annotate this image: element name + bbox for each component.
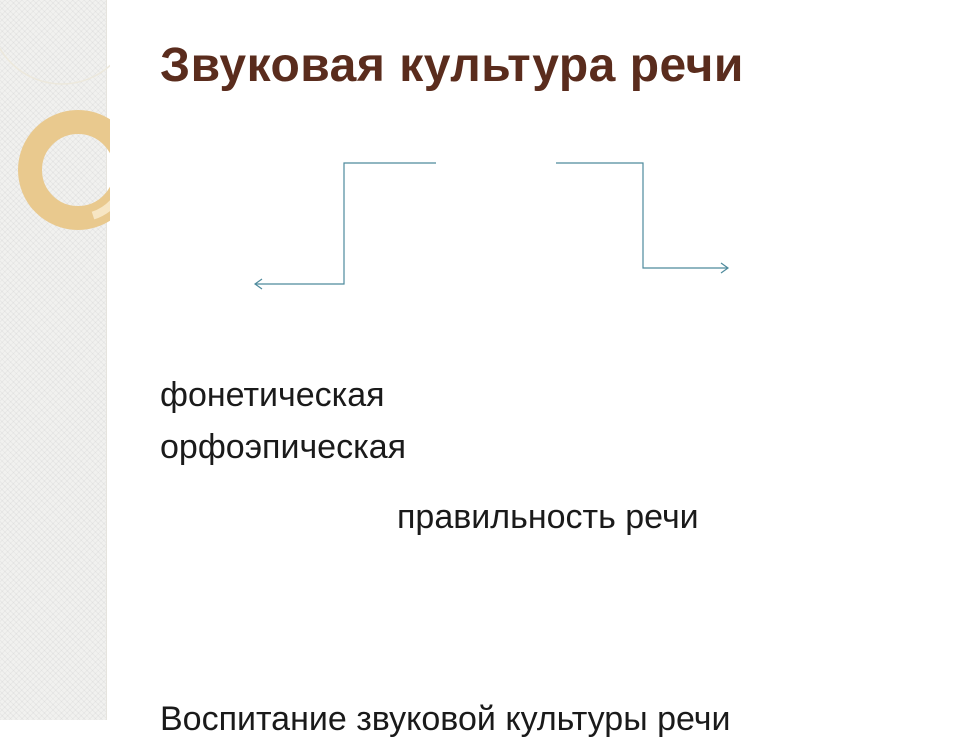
decorative-gold-ring [18,110,110,230]
slide-title: Звуковая культура речи [160,39,744,92]
speech-correctness-label: правильность речи [397,498,699,536]
right-elbow-connector [556,162,727,269]
left-elbow-connector [256,162,436,285]
branch-connector-diagram [253,162,730,290]
right-arrowhead [720,262,730,274]
phonetic-label: фонетическая [160,376,385,414]
left-arrowhead [253,278,263,290]
decorative-rings [0,47,110,230]
decorative-outline-ring [0,47,110,85]
orthoepic-label: орфоэпическая [160,428,407,466]
